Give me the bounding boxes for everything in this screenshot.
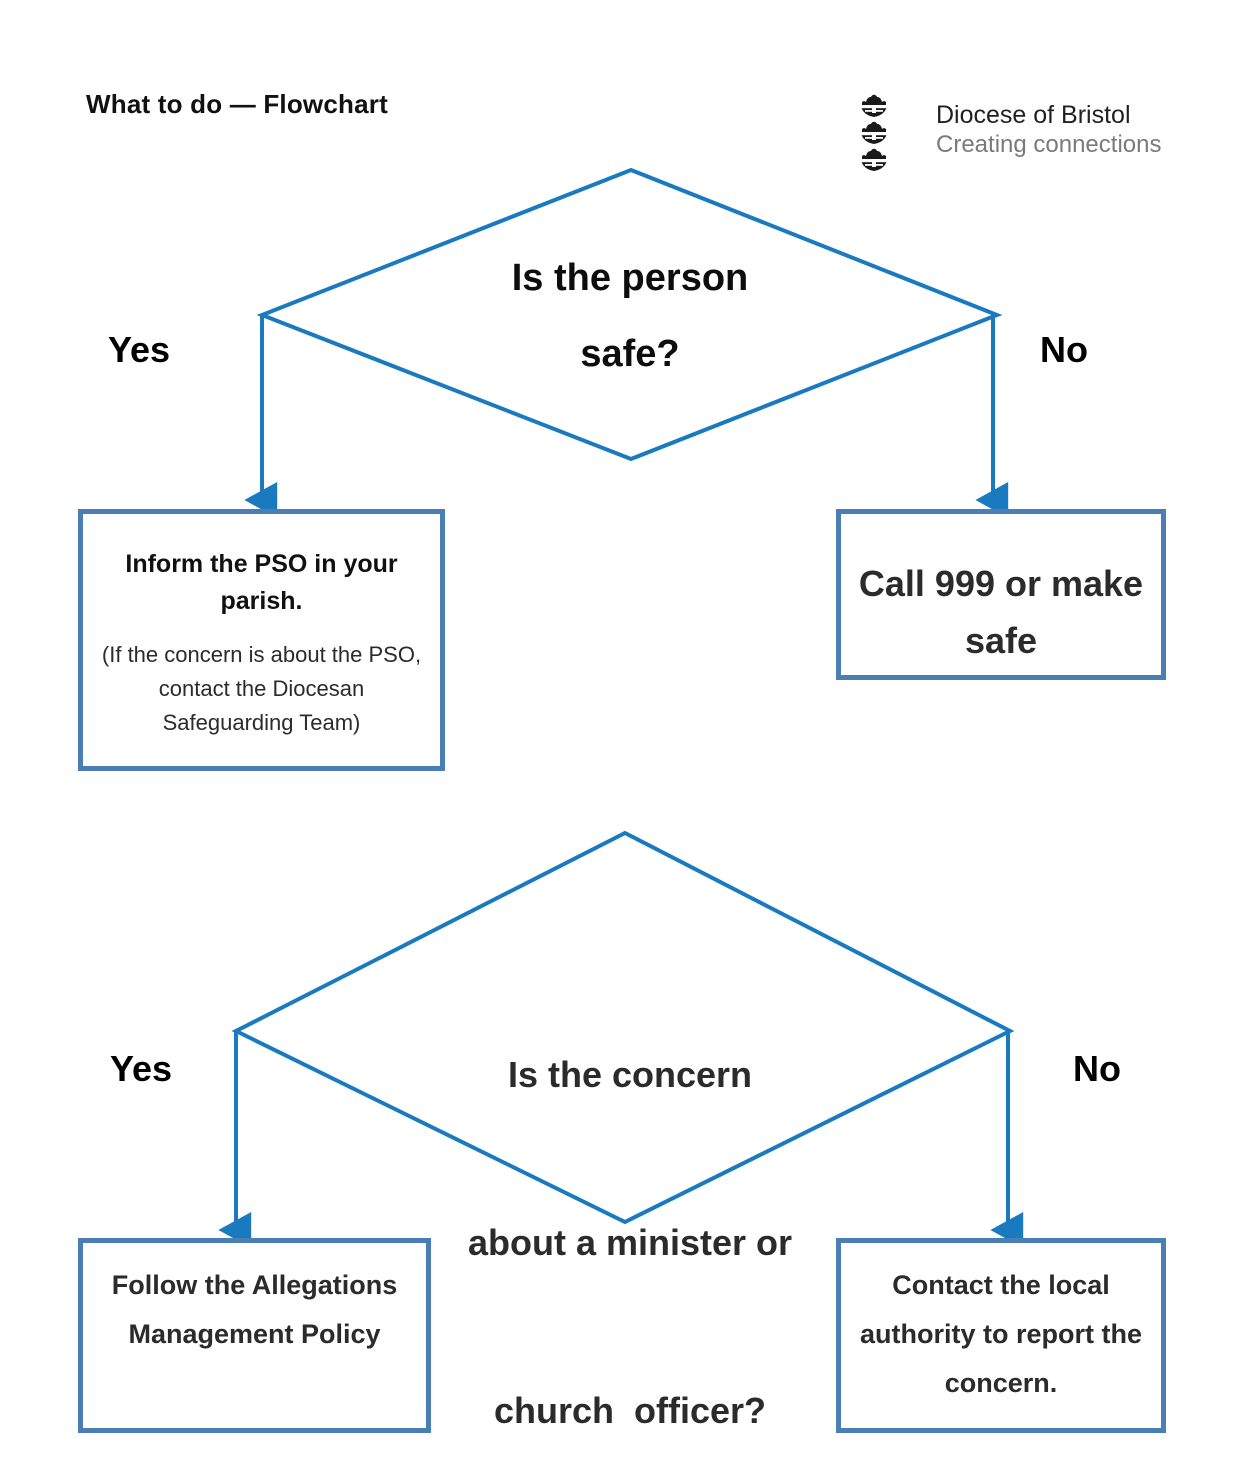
logo-tagline: Creating connections	[936, 131, 1162, 158]
decision-diamond-2	[231, 830, 1015, 1225]
decision-2-line-1: Is the concern	[507, 1054, 753, 1095]
decision-2-line-2: about a minister or	[467, 1222, 793, 1263]
branch-label-yes-1: Yes	[108, 329, 171, 370]
process-box-call-999-heading: Call 999 or make safe	[858, 563, 1144, 661]
process-box-local-authority: Contact the local authority to report th…	[836, 1238, 1166, 1433]
branch-label-yes-2: Yes	[110, 1048, 173, 1089]
decision-1-line-2: safe?	[580, 333, 680, 375]
process-box-allegations-policy: Follow the Allegations Management Policy	[78, 1238, 431, 1433]
branch-label-no-2: No	[1073, 1048, 1121, 1089]
decision-diamond-1	[256, 167, 1003, 462]
diocese-of-bristol-logo: Diocese of Bristol Creating connections	[858, 92, 1161, 174]
decision-2-text: Is the concern about a minister or churc…	[380, 935, 880, 1466]
branch-label-no-1: No	[1040, 329, 1088, 370]
process-box-inform-pso-note: (If the concern is about the PSO, contac…	[101, 642, 422, 735]
decision-1-line-1: Is the person	[511, 257, 749, 299]
logo-title: Diocese of Bristol	[936, 101, 1131, 129]
decision-1-text: Is the person safe?	[380, 240, 880, 392]
process-box-allegations-policy-heading: Follow the Allegations Management Policy	[111, 1270, 398, 1349]
process-box-inform-pso-heading: Inform the PSO in your parish.	[125, 550, 398, 615]
three-crowns-icon	[861, 94, 887, 171]
process-box-local-authority-heading: Contact the local authority to report th…	[860, 1270, 1142, 1398]
decision-2-line-3: church officer?	[493, 1390, 767, 1431]
process-box-inform-pso: Inform the PSO in your parish. (If the c…	[78, 509, 445, 771]
logo-wordmark: Diocese of Bristol Creating connections	[936, 100, 1161, 160]
page-title: What to do — Flowchart	[86, 89, 388, 119]
process-box-call-999: Call 999 or make safe	[836, 509, 1166, 680]
